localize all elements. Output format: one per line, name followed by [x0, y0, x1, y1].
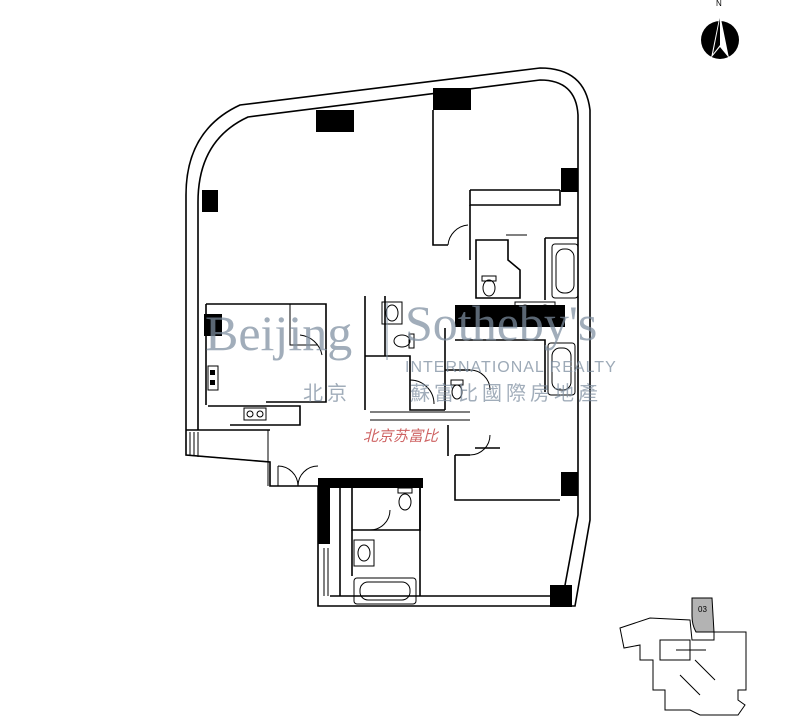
watermark-tagline: INTERNATIONAL REALTY	[405, 359, 617, 376]
north-arrow-icon: N	[701, 0, 739, 59]
double-vanity-icon	[514, 301, 556, 317]
fixtures	[207, 243, 579, 605]
sink-icon	[353, 539, 375, 567]
column	[561, 472, 578, 496]
toilet-icon	[393, 333, 415, 349]
key-plan-unit-highlight	[691, 597, 715, 633]
watermark-brand-primary: Beijing	[205, 305, 352, 361]
toilet-icon	[397, 487, 413, 511]
realty-watermark: Beijing Sotheby's INTERNATIONAL REALTY 北…	[205, 295, 617, 445]
watermark-brand-secondary: Sotheby's	[405, 295, 597, 351]
column	[433, 88, 471, 110]
north-label: N	[716, 0, 722, 8]
watermark-brand-chinese-left: 北京	[303, 381, 351, 405]
bathtub-icon	[551, 243, 579, 299]
bathtub-icon	[547, 342, 576, 396]
wall-beam	[455, 305, 565, 327]
column	[202, 190, 218, 212]
key-plan-unit-label: 03	[698, 605, 707, 614]
structural-columns	[202, 88, 578, 607]
wall-beam	[318, 478, 423, 488]
column	[204, 314, 222, 336]
column	[550, 585, 572, 607]
toilet-icon	[481, 275, 497, 297]
column	[561, 168, 578, 192]
column	[318, 486, 330, 544]
toilet-icon	[450, 379, 464, 400]
key-plan: 03	[619, 597, 747, 716]
interior-walls	[205, 110, 578, 596]
sink-icon	[381, 301, 403, 325]
exterior-walls	[185, 67, 591, 607]
watermark-brand-chinese-right: 蘇富比國際房地產	[410, 381, 602, 405]
watermark-stamp: 北京苏富比	[363, 427, 440, 445]
bathtub-icon	[353, 577, 417, 605]
column	[316, 110, 354, 132]
stove-icon	[207, 365, 219, 391]
range-hob-icon	[243, 407, 267, 421]
